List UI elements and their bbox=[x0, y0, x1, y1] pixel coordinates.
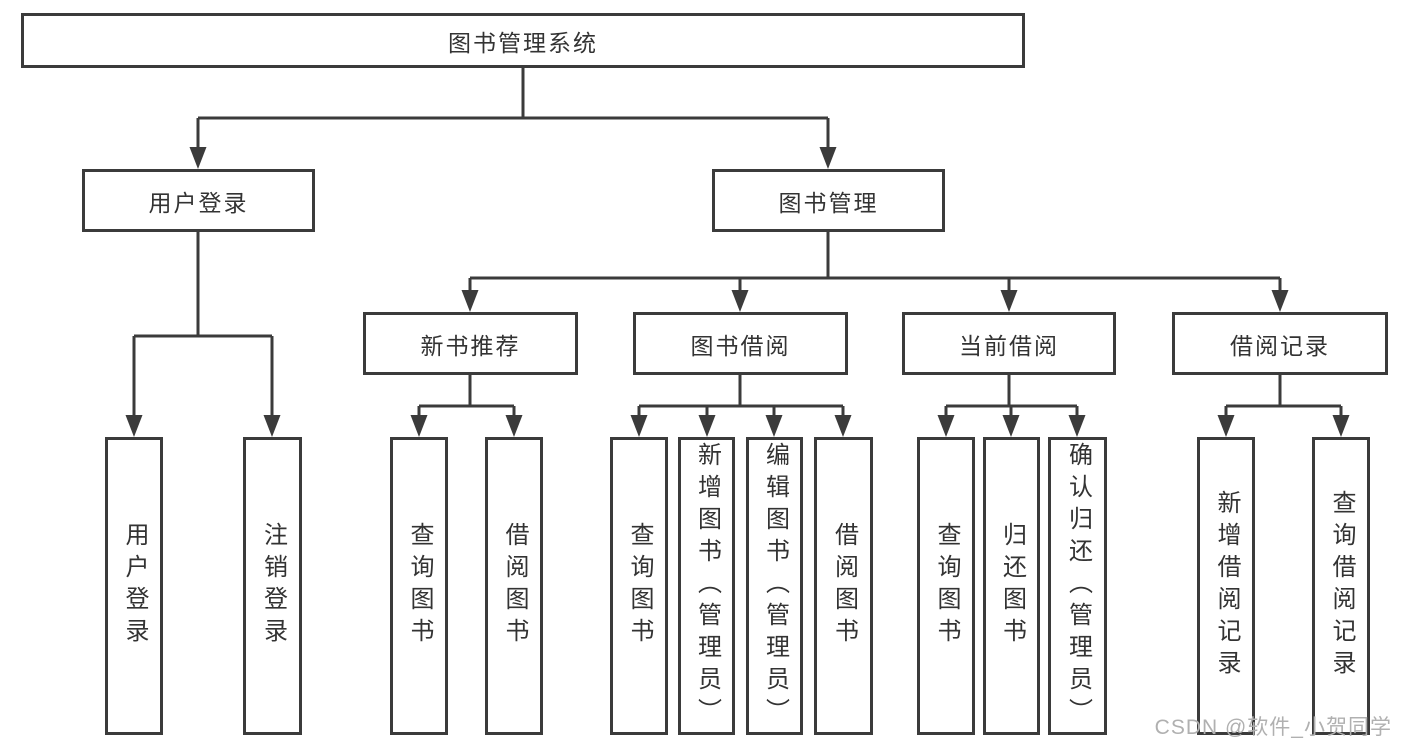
arrowhead-icons bbox=[125, 118, 1350, 437]
leaf-borrow-books-2: 借阅图书 bbox=[814, 437, 873, 735]
node-user-login: 用户登录 bbox=[82, 169, 315, 232]
trunk-lines bbox=[134, 68, 1341, 408]
node-borrow-records: 借阅记录 bbox=[1172, 312, 1388, 375]
leaf-add-book-admin: 新增图书（管理员） bbox=[678, 437, 735, 735]
leaf-edit-book-admin: 编辑图书（管理员） bbox=[746, 437, 803, 735]
leaf-query-books-1: 查询图书 bbox=[390, 437, 448, 735]
leaf-add-borrow-record: 新增借阅记录 bbox=[1197, 437, 1255, 735]
csdn-watermark: CSDN @软件_小贺同学 bbox=[1154, 716, 1392, 739]
leaf-query-books-2: 查询图书 bbox=[610, 437, 668, 735]
leaf-return-book: 归还图书 bbox=[983, 437, 1040, 735]
node-current-borrowing: 当前借阅 bbox=[902, 312, 1116, 375]
leaf-logout: 注销登录 bbox=[243, 437, 302, 735]
node-book-borrowing: 图书借阅 bbox=[633, 312, 848, 375]
node-new-book-recommend: 新书推荐 bbox=[363, 312, 578, 375]
leaf-query-books-3: 查询图书 bbox=[917, 437, 975, 735]
leaf-query-borrow-record: 查询借阅记录 bbox=[1312, 437, 1370, 735]
leaf-confirm-return-admin: 确认归还（管理员） bbox=[1048, 437, 1107, 735]
node-book-management: 图书管理 bbox=[712, 169, 945, 232]
leaf-borrow-books-1: 借阅图书 bbox=[485, 437, 543, 735]
node-root-system: 图书管理系统 bbox=[21, 13, 1025, 68]
leaf-user-login: 用户登录 bbox=[105, 437, 163, 735]
